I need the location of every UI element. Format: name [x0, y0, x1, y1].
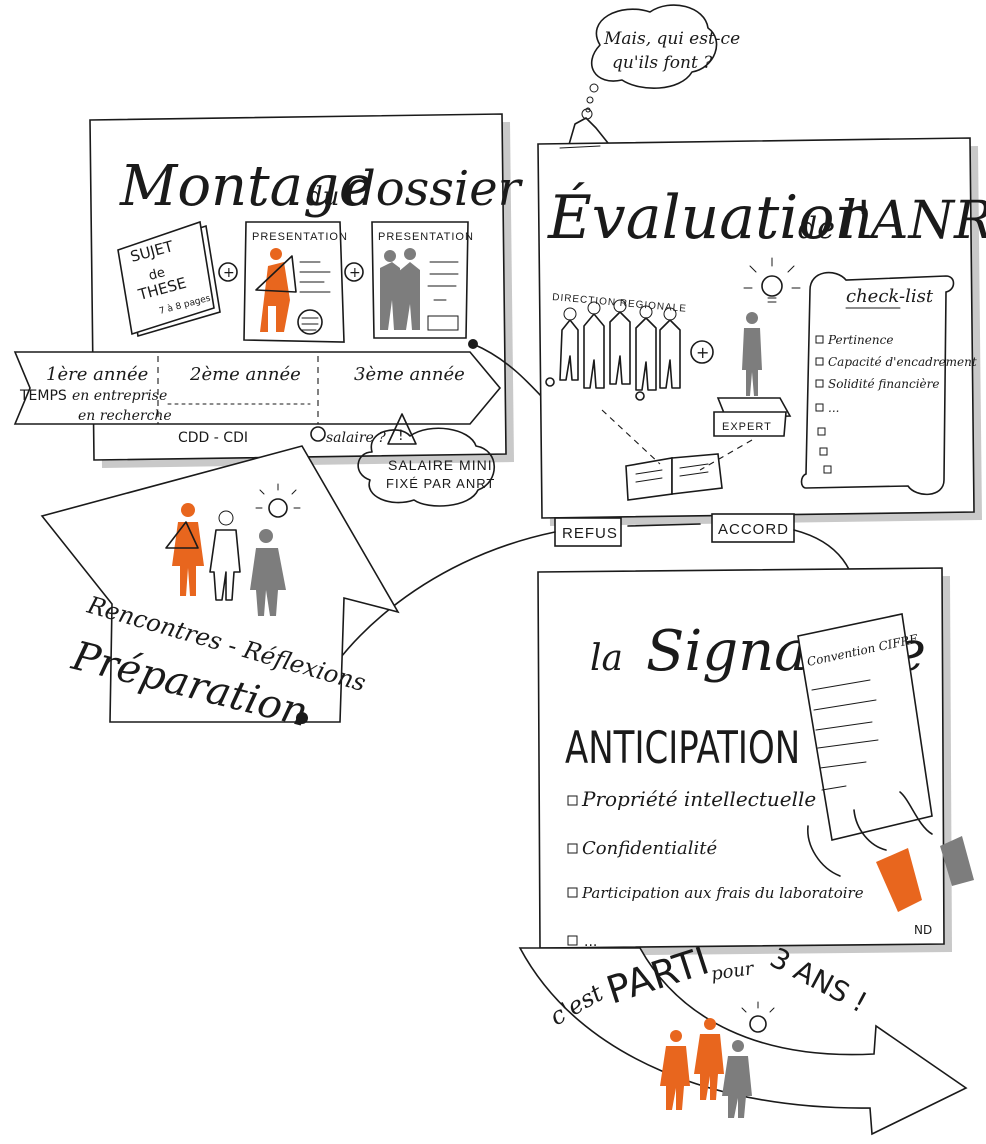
checklist-item-1: Pertinence [827, 333, 893, 347]
checklist-items: Pertinence Capacité d'encadrement Solidi… [815, 333, 977, 474]
montage-title-du: du [306, 182, 339, 212]
preparation-lightbulb-icon [255, 483, 301, 518]
anticipation-list: Propriété intellectuelle Confidentialité… [567, 787, 864, 950]
timeline-entreprise: en entreprise [72, 388, 167, 404]
evaluation-title: Évaluation [547, 182, 873, 253]
checklist-item-2: Capacité d'encadrement [828, 355, 977, 369]
parti-lightbulb-icon [741, 1001, 775, 1033]
bubble-line1: Mais, qui est-ce [603, 29, 740, 49]
anticipation-item-1: Propriété intellectuelle [581, 787, 816, 811]
bubble-line2: qu'ils font ? [612, 53, 713, 73]
checklist-item-4: ... [828, 401, 839, 415]
salaire-line1: SALAIRE MINI [388, 457, 493, 473]
montage-title: Montage [119, 154, 372, 219]
euro-coin-icon [310, 426, 326, 442]
salaire-cloud: ! SALAIRE MINI FIXÉ PAR ANRT [357, 413, 495, 507]
evaluation-title-end: l'ANRT [840, 191, 986, 251]
presentation2-label: PRESENTATION [378, 231, 474, 243]
expert-figure: EXPERT EXPERT [713, 312, 792, 437]
signature-board: la Signature Convention CIFRE ANTICIPATI… [537, 567, 974, 956]
presentation-card-1: PRESENTATION [243, 221, 348, 343]
eval-plus: + [696, 343, 709, 362]
presentation1-label: PRESENTATION [252, 231, 348, 243]
plus-circle-2 [344, 262, 364, 282]
refus-tag: REFUS [554, 517, 622, 547]
expert-label-front: EXPERT [722, 421, 772, 433]
timeline-cdd: CDD - CDI [178, 430, 248, 446]
refus-label: REFUS [562, 525, 618, 542]
thought-bubble: Mais, qui est-ce qu'ils font ? [585, 4, 740, 113]
salaire-line2: FIXÉ PAR ANRT [386, 476, 495, 491]
parti-people [660, 1018, 752, 1118]
plus-1: + [223, 265, 235, 281]
timeline-arrow: 1ère année TEMPS en entreprise en recher… [13, 351, 502, 446]
anticipation-heading: ANTICIPATION [565, 723, 800, 775]
direction-people [545, 299, 681, 401]
checklist-title: check-list [846, 286, 934, 307]
refus-accord-link [627, 523, 701, 527]
convention-document: Convention CIFRE [797, 613, 933, 841]
accord-tag: ACCORD [711, 513, 795, 543]
author-initials: ND [914, 923, 932, 937]
sujet-book: SUJET de THESE 7 à 8 pages [117, 220, 221, 338]
plus-circle-eval [690, 340, 714, 364]
preparation-arrow: Rencontres - Réflexions Préparation [40, 445, 400, 736]
lightbulb-icon [743, 257, 801, 303]
anticipation-item-4: ... [584, 934, 597, 950]
preparation-people [165, 503, 286, 616]
evaluation-title-de: de [798, 211, 835, 246]
montage-title-end: dossier [345, 161, 524, 217]
anticipation-item-2: Confidentialité [582, 838, 717, 859]
sujet-line2: de [147, 265, 167, 284]
anticipation-item-3: Participation aux frais du laboratoire [581, 884, 864, 902]
plus-2: + [349, 265, 361, 281]
checklist-scroll: check-list Pertinence Capacité d'encadre… [800, 271, 977, 496]
warning-triangle-icon [387, 413, 417, 445]
checklist-item-3: Solidité financière [828, 377, 940, 391]
signature-title-la: la [590, 638, 623, 679]
presentation-card-2: PRESENTATION [371, 221, 474, 339]
timeline-temps: TEMPS [19, 388, 67, 404]
parti-text3: pour [710, 958, 756, 985]
plus-circle-1 [218, 262, 238, 282]
timeline-recherche: en recherche [78, 408, 172, 424]
warning-mark: ! [398, 428, 404, 444]
timeline-year2: 2ème année [189, 364, 301, 385]
timeline-salaire: salaire ? [326, 430, 386, 446]
timeline-year3: 3ème année [354, 364, 465, 385]
evaluation-board: Évaluation de l'ANRT DIRECTION REGIONALE… [537, 137, 986, 526]
parti-arrow: c'est PARTI pour 3 ANS ! [518, 938, 968, 1136]
signing-hands [807, 791, 974, 912]
connector-dot-preparation [296, 712, 308, 724]
thinker-figure [567, 108, 613, 149]
accord-label: ACCORD [718, 521, 789, 538]
timeline-year1: 1ère année [46, 364, 148, 385]
